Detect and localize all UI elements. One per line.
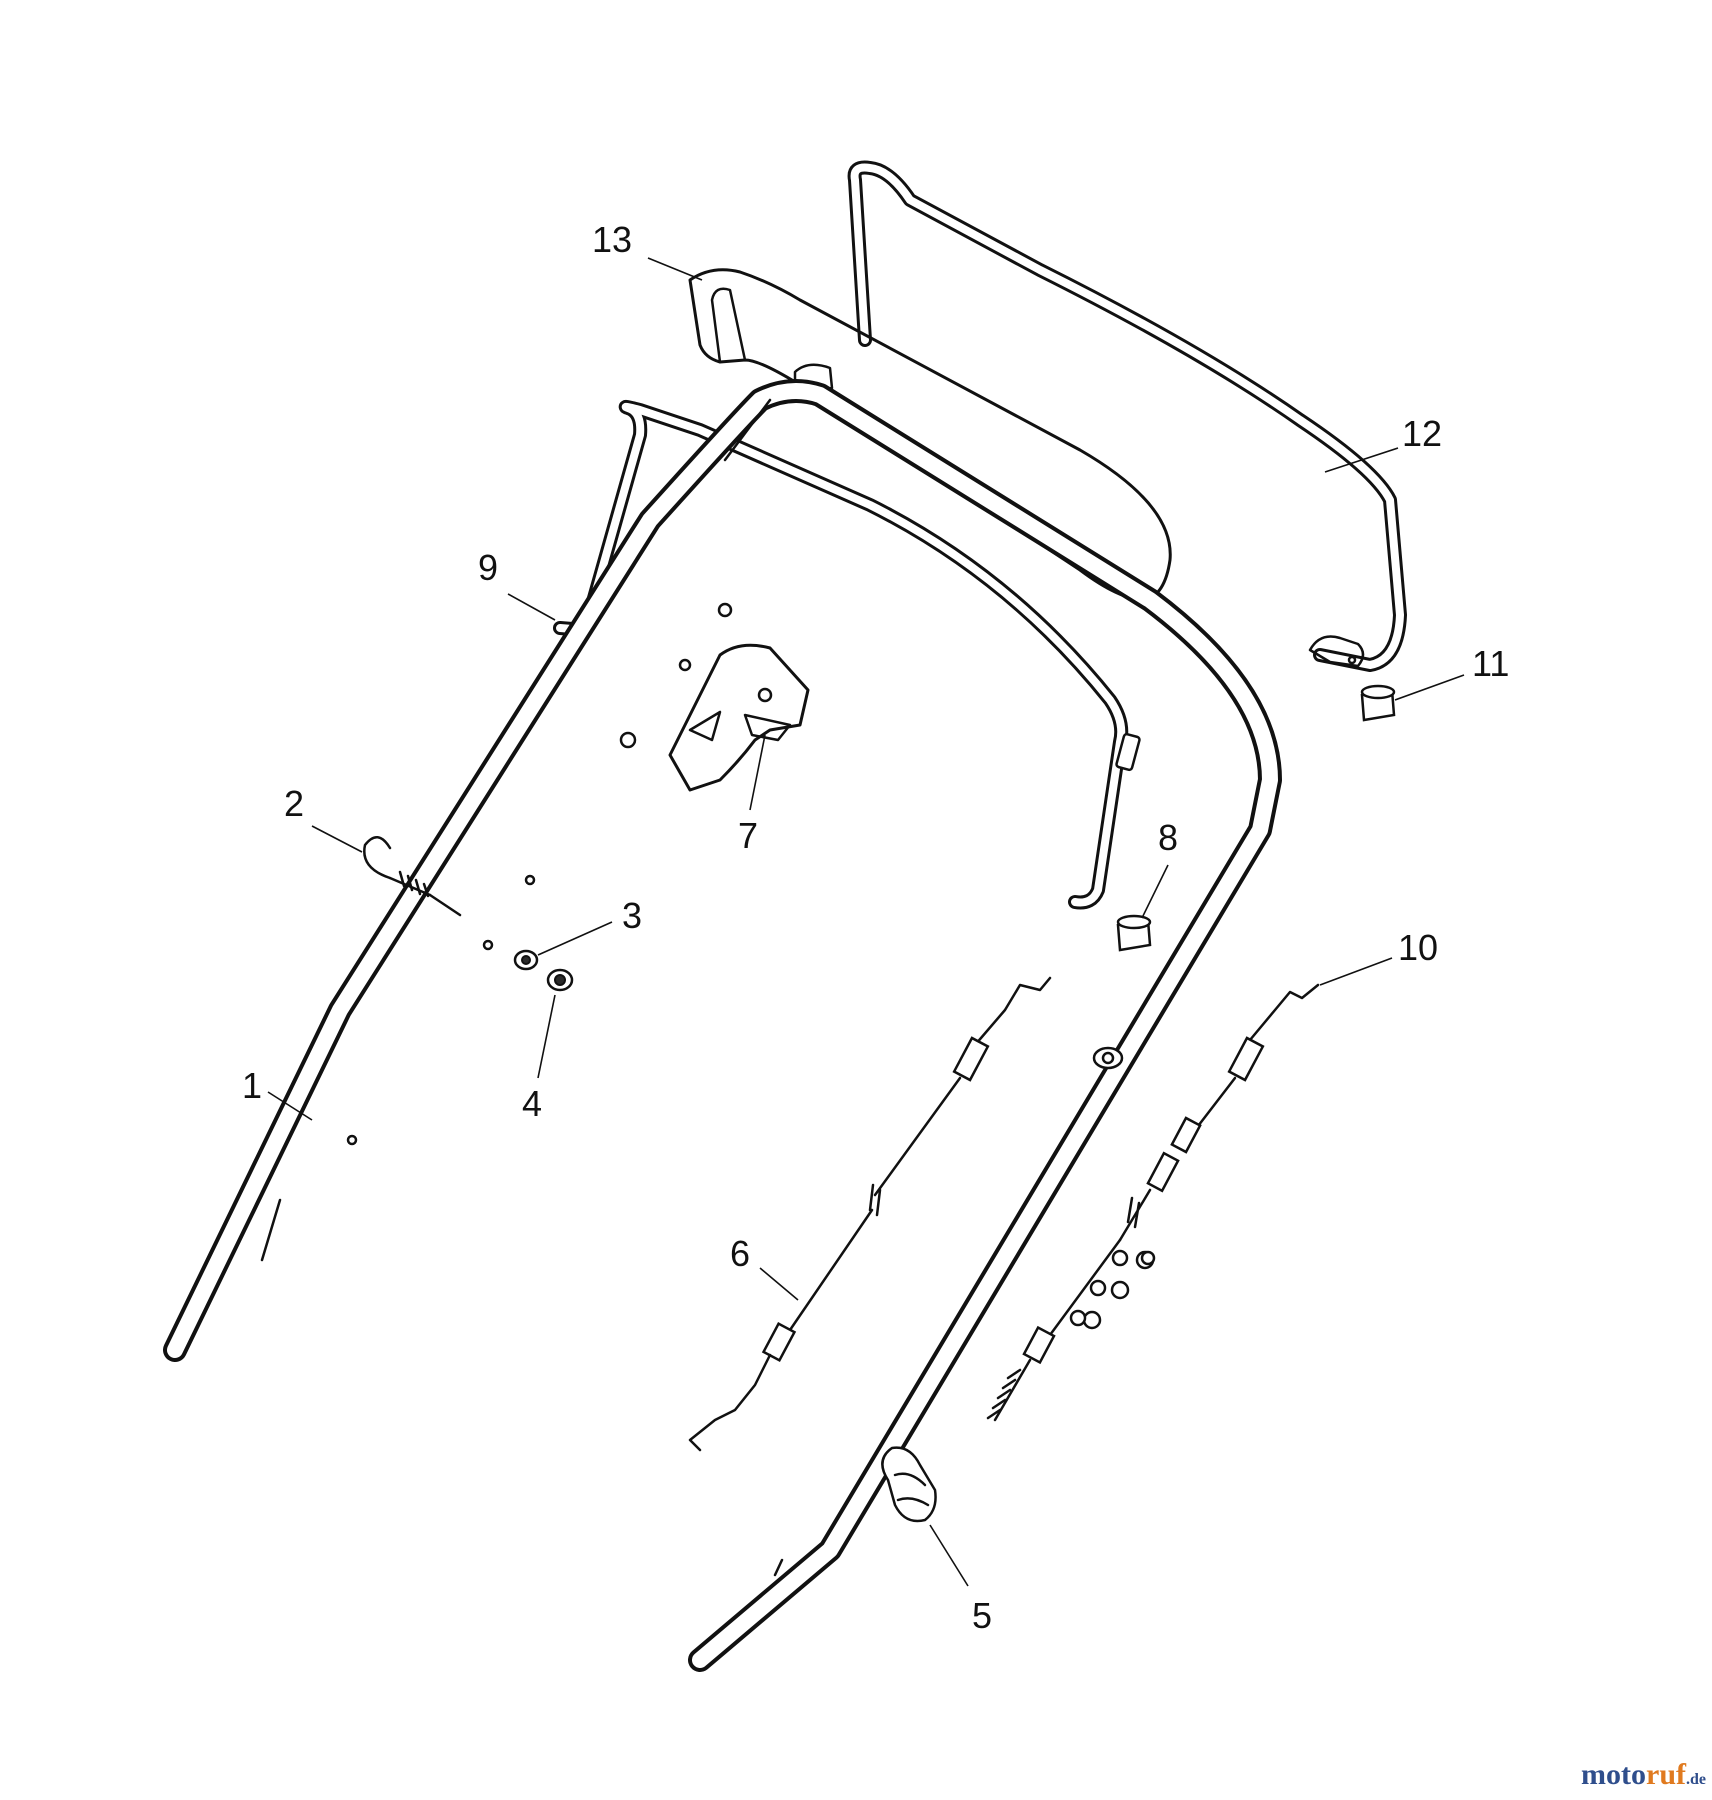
leader-13 (647, 257, 703, 281)
callout-12: 12 (1402, 413, 1442, 454)
part-6-control-cable (688, 976, 1052, 1452)
callout-10: 10 (1398, 927, 1438, 968)
leader-1 (267, 1091, 313, 1121)
leader-7 (749, 734, 766, 811)
callout-5: 5 (972, 1595, 992, 1636)
leader-3 (537, 921, 613, 956)
leader-2 (311, 825, 363, 853)
part-12-bail-bar (847, 160, 1407, 672)
part-10-control-cable (986, 983, 1320, 1422)
callout-6: 6 (730, 1233, 750, 1274)
leader-8 (1141, 864, 1169, 919)
part-3-washer (513, 949, 539, 971)
callout-labels: 1 2 3 4 5 6 7 8 9 10 11 12 13 (242, 219, 1509, 1636)
part-11-bushing (1360, 684, 1396, 722)
leader-4 (537, 994, 556, 1079)
part-9-bail-rod (553, 399, 1141, 910)
leader-10 (1319, 957, 1393, 986)
callout-3: 3 (622, 895, 642, 936)
part-1-main-handle (163, 379, 1282, 1672)
watermark-part-2: ruf (1646, 1758, 1686, 1791)
callout-2: 2 (284, 783, 304, 824)
part-8-bushing (1116, 914, 1152, 952)
leader-11 (1394, 674, 1465, 701)
part-2-hook-bolt (363, 836, 462, 917)
callout-8: 8 (1158, 817, 1178, 858)
leader-12 (1324, 447, 1399, 473)
callout-7: 7 (738, 815, 758, 856)
part-5-cable-clip (881, 1446, 937, 1523)
part-4-nut (546, 968, 574, 992)
part-13-control-bar (688, 268, 1172, 602)
leader-5 (929, 1524, 969, 1587)
leader-lines (267, 257, 1465, 1587)
callout-13: 13 (592, 219, 632, 260)
callout-11: 11 (1472, 643, 1509, 684)
part-7-cable-bracket (668, 643, 810, 792)
motoruf-logo-watermark: motoruf.de (1581, 1758, 1706, 1792)
callout-9: 9 (478, 547, 498, 588)
callout-1: 1 (242, 1065, 262, 1106)
callout-4: 4 (522, 1083, 542, 1124)
leader-6 (759, 1267, 799, 1301)
leader-9 (507, 593, 556, 621)
watermark-part-1: moto (1581, 1758, 1646, 1791)
watermark-part-3: .de (1686, 1771, 1706, 1788)
